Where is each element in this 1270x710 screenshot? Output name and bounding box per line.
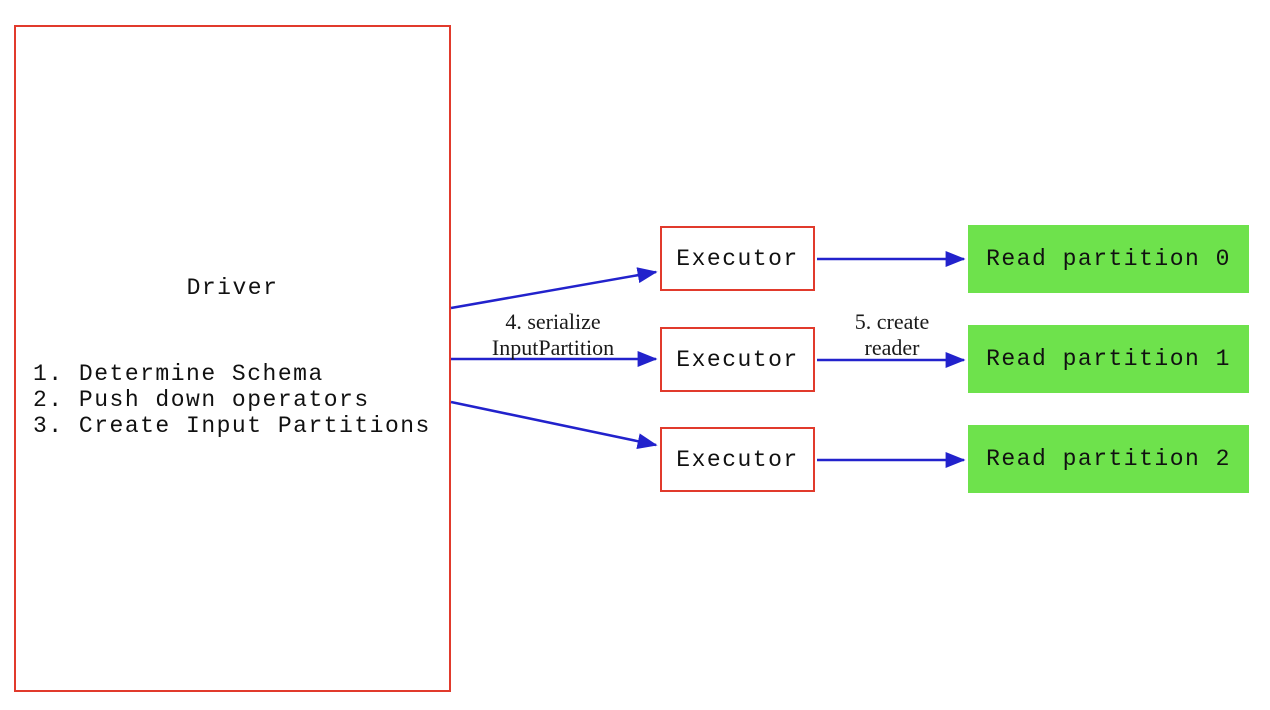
driver-step-1: 1. Determine Schema bbox=[33, 361, 324, 387]
serialize-label-line2: InputPartition bbox=[491, 335, 615, 360]
executor-label-2: Executor bbox=[676, 346, 799, 373]
read-partition-box-0: Read partition 0 bbox=[968, 225, 1249, 293]
serialize-inputpartition-label: 4. serialize InputPartition bbox=[463, 309, 643, 361]
create-reader-label: 5. create reader bbox=[821, 309, 963, 361]
executor-label-3: Executor bbox=[676, 446, 799, 473]
arrow-driver-to-executor-3 bbox=[450, 400, 658, 450]
driver-title: Driver bbox=[186, 275, 279, 301]
read-partition-label-0: Read partition 0 bbox=[986, 246, 1231, 272]
read-partition-label-2: Read partition 2 bbox=[986, 446, 1231, 472]
driver-box: Driver 1. Determine Schema 2. Push down … bbox=[14, 25, 451, 692]
serialize-label-line1: 4. serialize bbox=[505, 309, 601, 334]
executor-box-2: Executor bbox=[660, 327, 815, 392]
driver-step-3: 3. Create Input Partitions bbox=[33, 413, 431, 439]
read-partition-box-1: Read partition 1 bbox=[968, 325, 1249, 393]
read-partition-label-1: Read partition 1 bbox=[986, 346, 1231, 372]
driver-step-2: 2. Push down operators bbox=[33, 387, 370, 413]
reader-label-line2: reader bbox=[864, 335, 920, 360]
executor-box-3: Executor bbox=[660, 427, 815, 492]
executor-label-1: Executor bbox=[676, 245, 799, 272]
arrow-driver-to-executor-1 bbox=[450, 267, 658, 310]
read-partition-box-2: Read partition 2 bbox=[968, 425, 1249, 493]
executor-box-1: Executor bbox=[660, 226, 815, 291]
reader-label-line1: 5. create bbox=[854, 309, 930, 334]
driver-steps-list: 1. Determine Schema 2. Push down operato… bbox=[33, 361, 431, 439]
